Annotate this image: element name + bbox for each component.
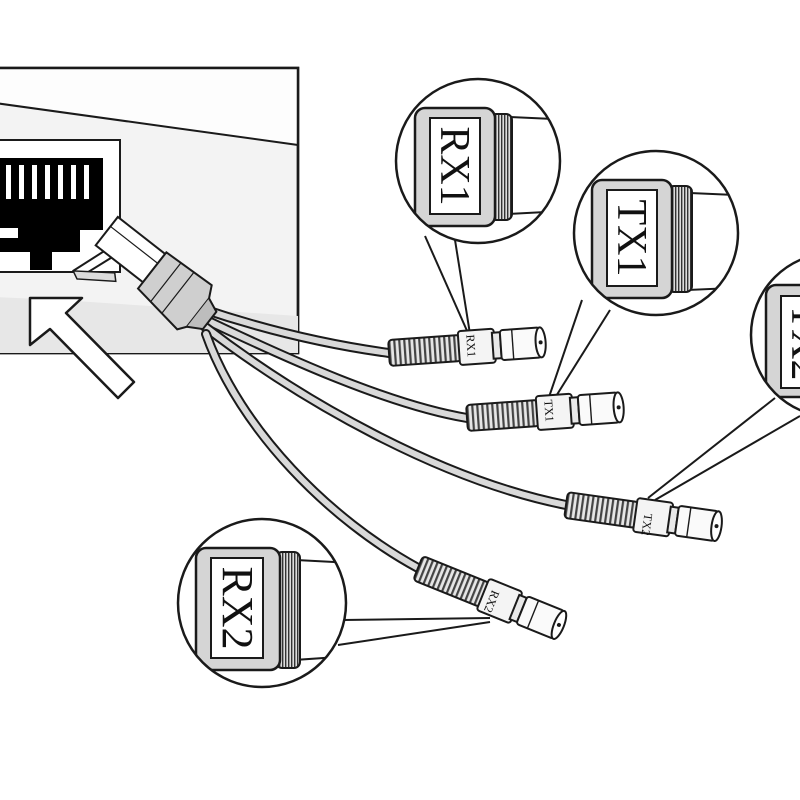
rj45-port-icon [0,139,121,273]
cable-bundle [195,303,571,573]
bnc-connector-tx2: TX2 [562,487,725,545]
callout-text-rx2: RX2 [213,566,262,649]
insert-arrow-icon [28,296,136,400]
callout-text-tx1: TX1 [608,200,654,277]
callout-tx2-partial: TX2 [749,258,800,412]
callout-tx1: TX1 [572,149,740,317]
callout-leaders [337,235,800,646]
callout-rx1: RX1 [394,77,562,245]
callout-text-rx1: RX1 [431,126,477,205]
bnc-connector-rx1: RX1 [386,324,548,371]
callout-rx2: RX2 [176,517,348,689]
connector-label-tx2: TX2 [638,513,655,537]
callout-text-tx2: TX2 [782,304,800,381]
bnc-connector-rx2: RX2 [410,551,571,644]
bnc-connector-tx1: TX1 [464,389,626,436]
connector-label-rx1: RX1 [463,334,479,358]
connector-label-tx1: TX1 [541,399,557,422]
rj45-plug-icon [71,215,218,331]
